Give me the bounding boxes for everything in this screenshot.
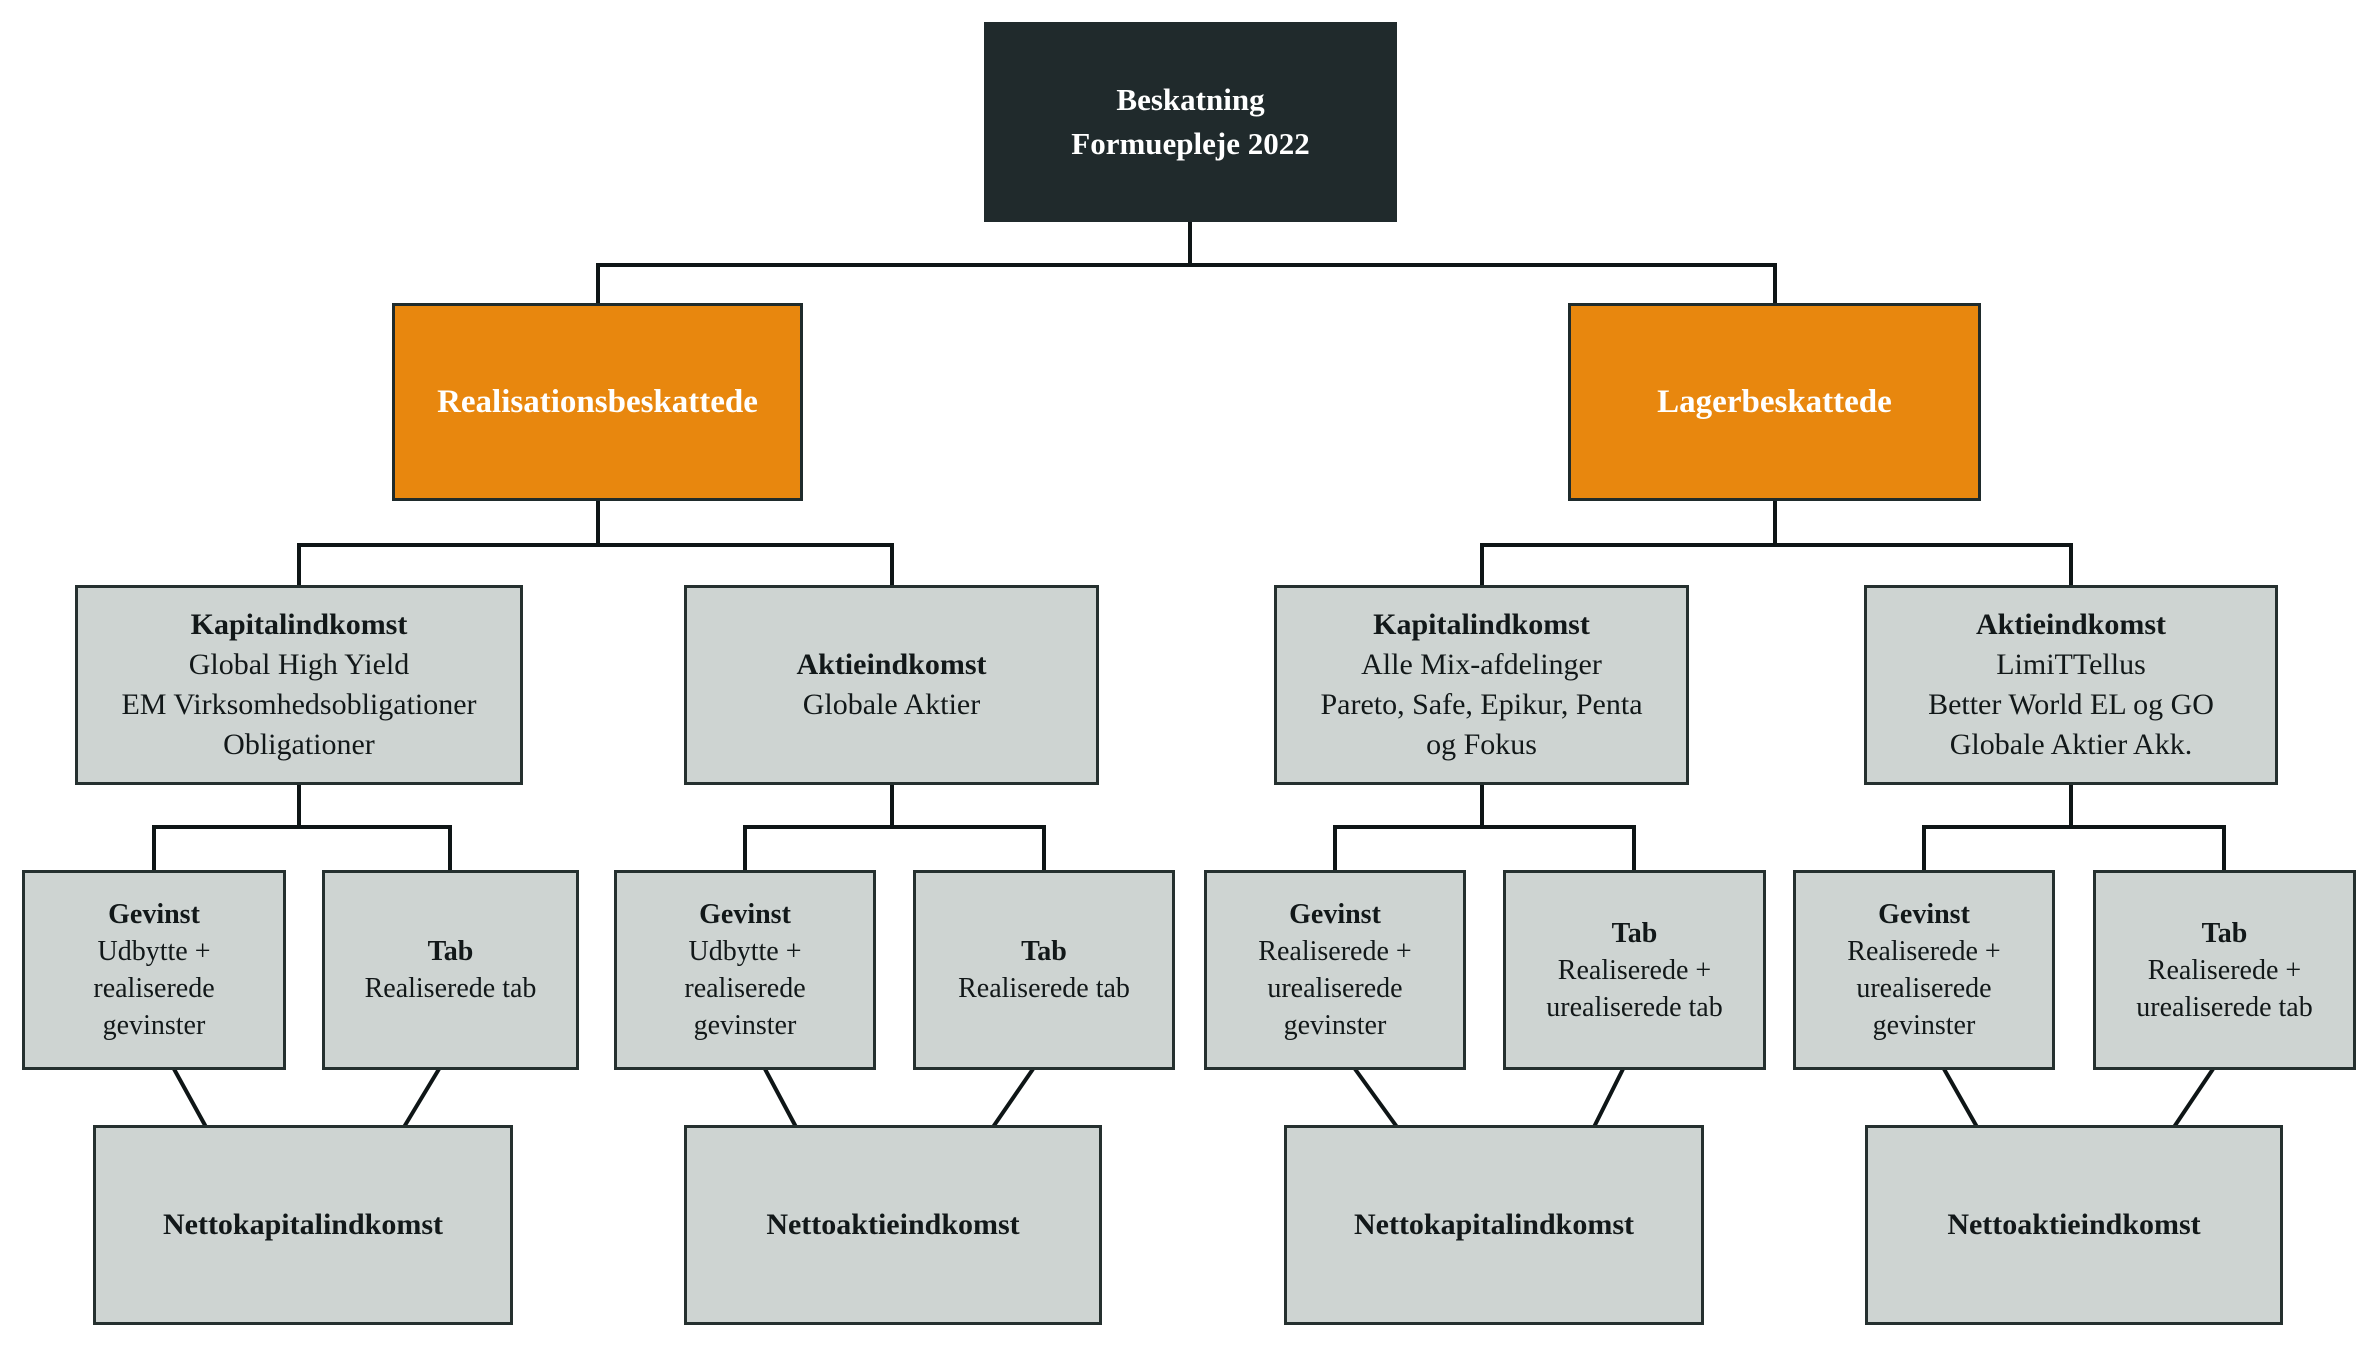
gevinst-title: Gevinst	[1878, 899, 1970, 930]
tab-node-2: Tab Realiserede tab	[913, 870, 1175, 1070]
netto-label: Nettoaktieindkomst	[766, 1208, 1020, 1241]
tab-title: Tab	[427, 936, 474, 967]
connector-netto-2	[763, 1067, 1035, 1129]
connector-col-3	[1333, 785, 1636, 870]
category-node-kapitalindkomst-lager: Kapitalindkomst Alle Mix-afdelinger Pare…	[1274, 585, 1689, 785]
connector-branch-right	[1480, 501, 2073, 585]
connector-netto-4	[1942, 1067, 2215, 1129]
category-title: Aktieindkomst	[796, 648, 987, 681]
tab-title: Tab	[1021, 936, 1067, 967]
category-node-kapitalindkomst-realisation: Kapitalindkomst Global High Yield EM Vir…	[75, 585, 523, 785]
netto-node-4: Nettoaktieindkomst	[1865, 1125, 2283, 1325]
gevinst-title: Gevinst	[108, 899, 200, 930]
tab-body: Realiserede + urealiserede tab	[1546, 954, 1723, 1023]
tab-node-1: Tab Realiserede tab	[322, 870, 579, 1070]
gevinst-node-1: Gevinst Udbytte + realiserede gevinster	[22, 870, 286, 1070]
netto-node-1: Nettokapitalindkomst	[93, 1125, 513, 1325]
gevinst-body: Realiserede + urealiserede gevinster	[1847, 936, 2001, 1041]
connector-netto-3	[1353, 1067, 1625, 1129]
connector-col-1	[152, 785, 452, 870]
netto-node-3: Nettokapitalindkomst	[1284, 1125, 1704, 1325]
tab-node-3: Tab Realiserede + urealiserede tab	[1503, 870, 1766, 1070]
connector-col-4	[1922, 785, 2226, 870]
category-body: Globale Aktier	[802, 688, 981, 721]
connector-netto-1	[172, 1067, 441, 1129]
gevinst-title: Gevinst	[699, 899, 791, 930]
branch-label: Realisationsbeskattede	[437, 384, 758, 420]
category-body: Alle Mix-afdelinger Pareto, Safe, Epikur…	[1320, 648, 1643, 761]
root-node-label: Beskatning Formuepleje 2022	[1071, 82, 1310, 161]
gevinst-node-4: Gevinst Realiserede + urealiserede gevin…	[1793, 870, 2055, 1070]
category-node-aktieindkomst-realisation: Aktieindkomst Globale Aktier	[684, 585, 1099, 785]
netto-label: Nettoaktieindkomst	[1947, 1208, 2201, 1241]
gevinst-body: Udbytte + realiserede gevinster	[93, 936, 215, 1041]
branch-label: Lagerbeskattede	[1657, 384, 1892, 420]
netto-node-2: Nettoaktieindkomst	[684, 1125, 1102, 1325]
category-body: LimiTTellus Better World EL og GO Global…	[1928, 648, 2214, 761]
gevinst-title: Gevinst	[1289, 899, 1381, 930]
netto-label: Nettokapitalindkomst	[162, 1208, 444, 1241]
netto-label: Nettokapitalindkomst	[1353, 1208, 1635, 1241]
category-body: Global High Yield EM Virksomhedsobligati…	[121, 648, 477, 761]
connector-branch-left	[297, 501, 894, 585]
tab-title: Tab	[1611, 917, 1658, 949]
gevinst-body: Realiserede + urealiserede gevinster	[1258, 936, 1412, 1041]
gevinst-body: Udbytte + realiserede gevinster	[684, 936, 806, 1041]
tab-title: Tab	[2201, 917, 2248, 949]
category-node-aktieindkomst-lager: Aktieindkomst LimiTTellus Better World E…	[1864, 585, 2278, 785]
category-title: Kapitalindkomst	[1373, 608, 1590, 641]
branch-node-lagerbeskattede: Lagerbeskattede	[1568, 303, 1981, 501]
tab-body: Realiserede tab	[364, 973, 537, 1004]
category-title: Kapitalindkomst	[190, 608, 408, 641]
gevinst-node-3: Gevinst Realiserede + urealiserede gevin…	[1204, 870, 1466, 1070]
category-title: Aktieindkomst	[1975, 608, 2167, 641]
tab-node-4: Tab Realiserede + urealiserede tab	[2093, 870, 2356, 1070]
root-node: Beskatning Formuepleje 2022	[984, 22, 1397, 222]
gevinst-node-2: Gevinst Udbytte + realiserede gevinster	[614, 870, 876, 1070]
tab-body: Realiserede tab	[958, 973, 1130, 1004]
connector-col-2	[743, 785, 1046, 870]
connector-root	[596, 222, 1777, 303]
branch-node-realisationsbeskattede: Realisationsbeskattede	[392, 303, 803, 501]
tab-body: Realiserede + urealiserede tab	[2136, 954, 2313, 1023]
